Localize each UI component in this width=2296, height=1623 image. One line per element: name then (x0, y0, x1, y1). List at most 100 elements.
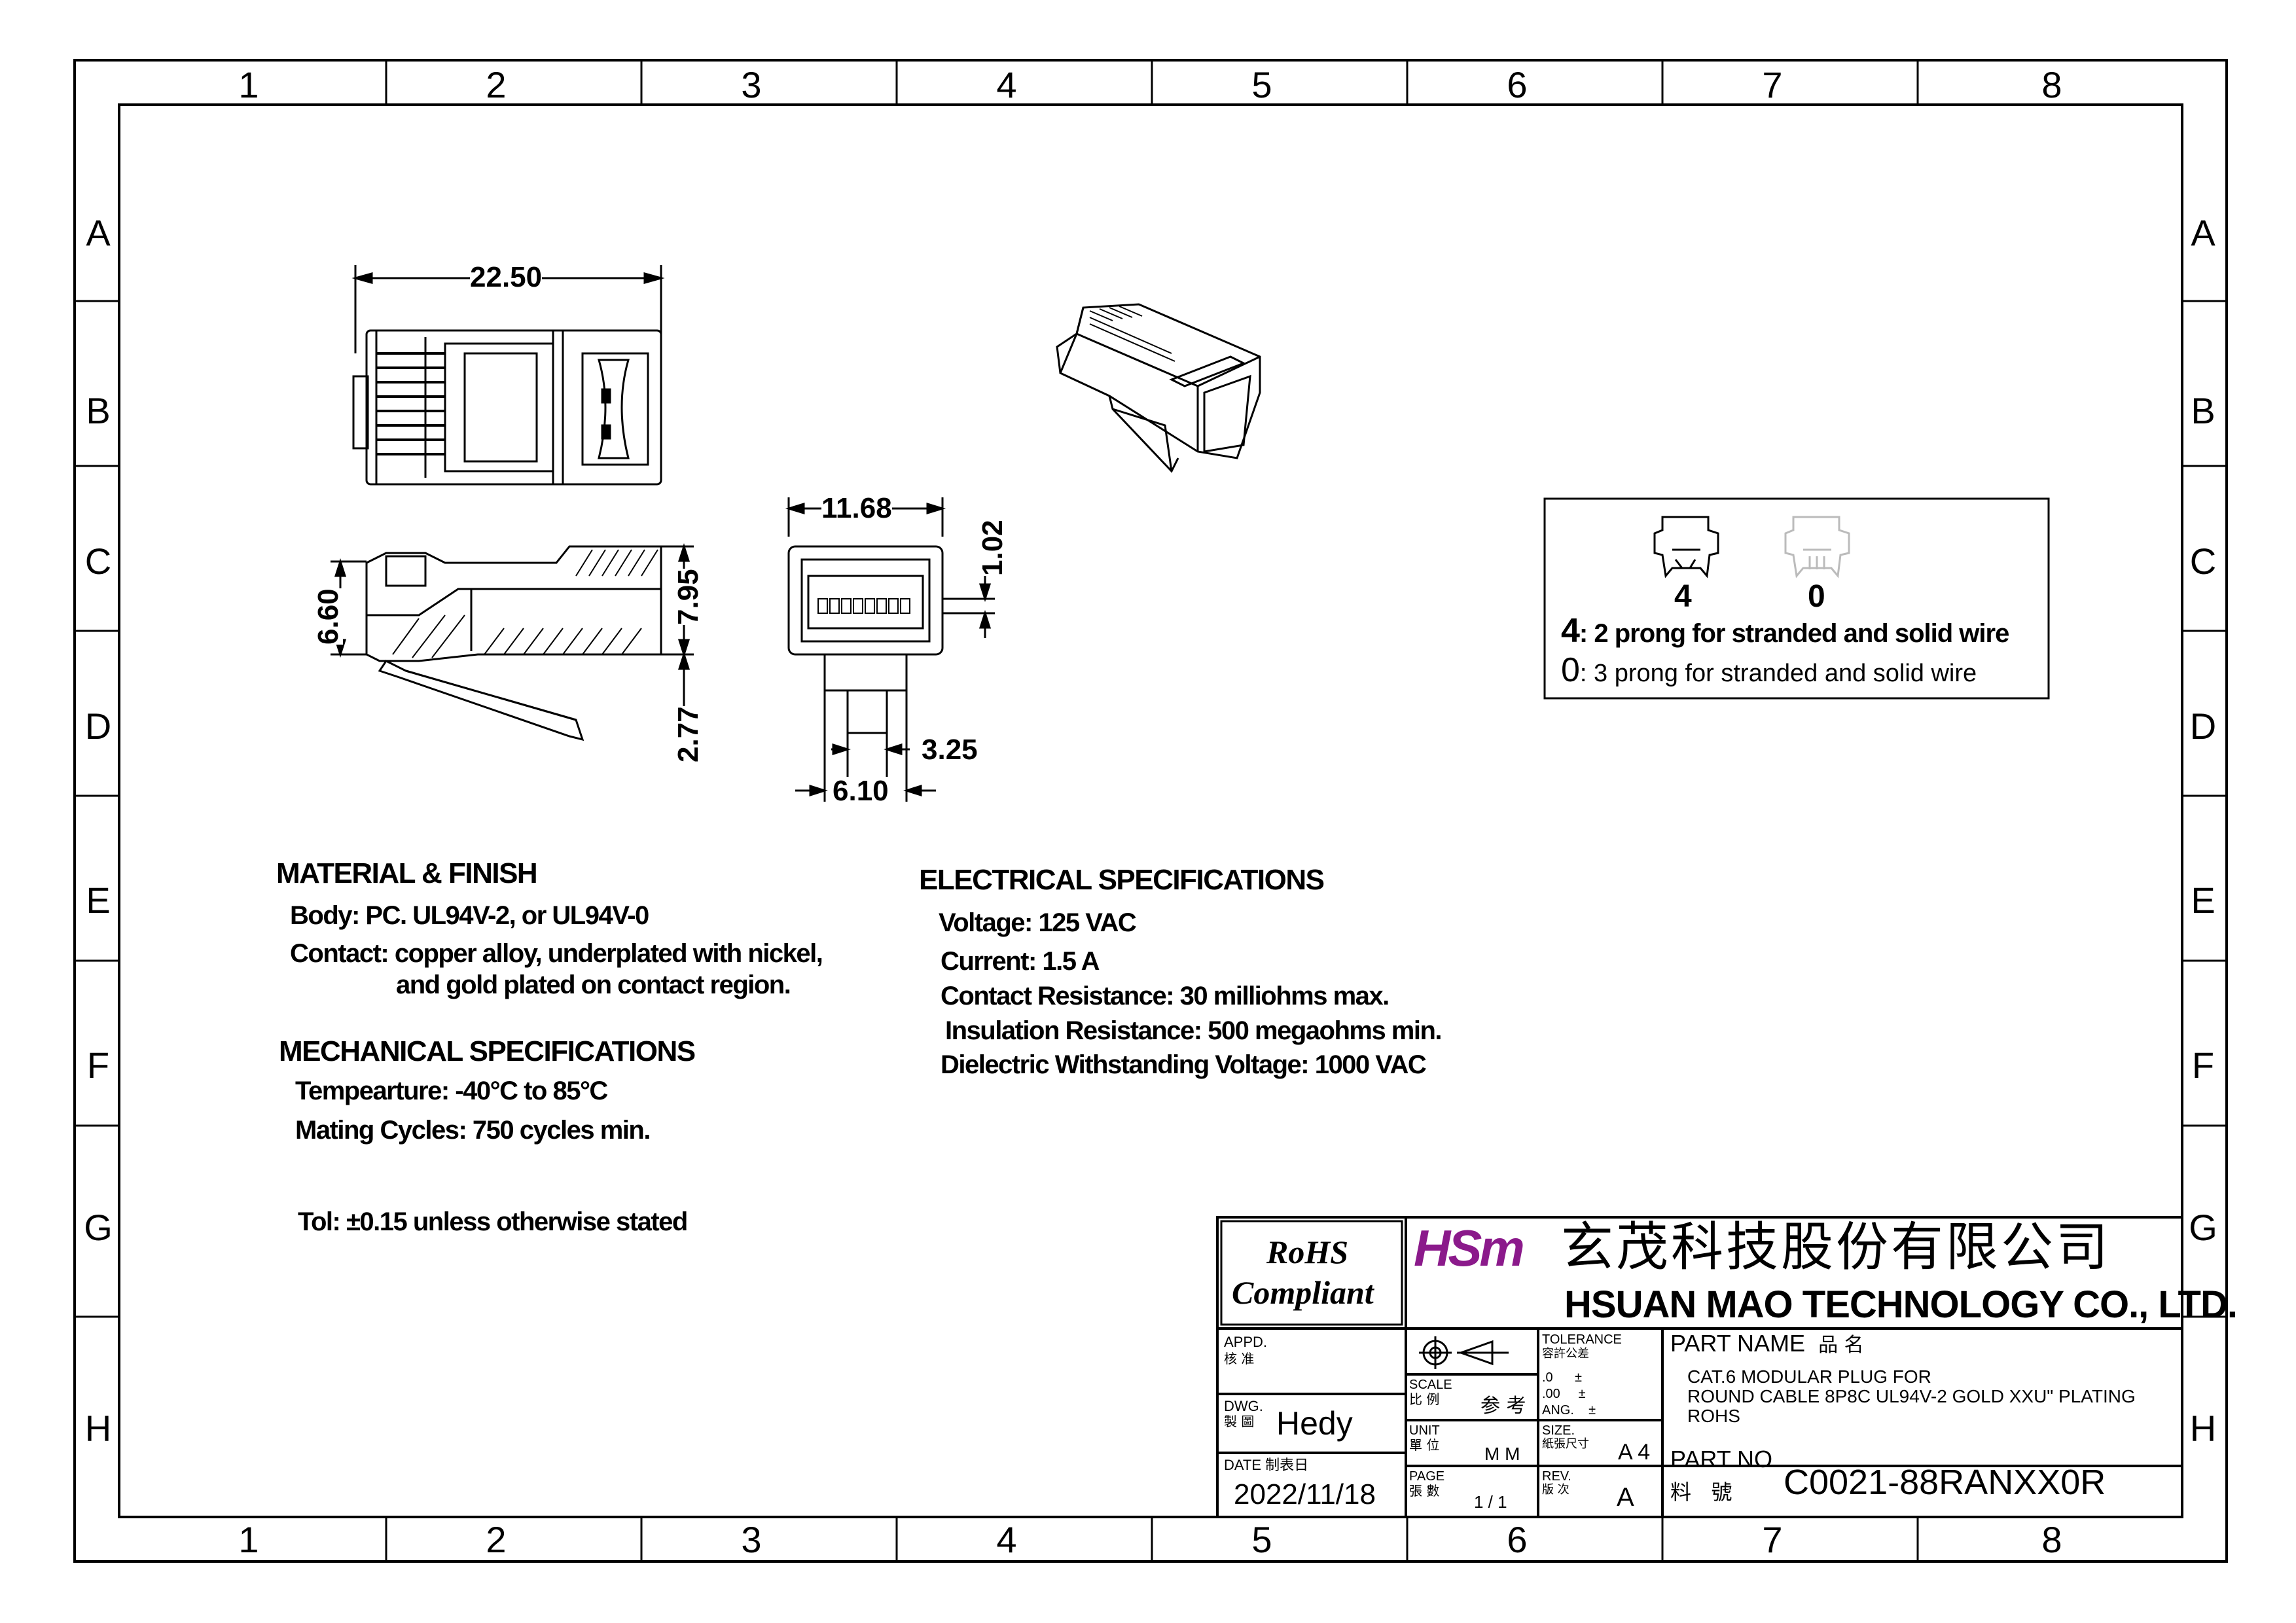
zone-col-3: 3 (741, 64, 762, 105)
front-view-drawing (785, 497, 995, 802)
electrical-contact-resistance: Contact Resistance: 30 milliohms max. (941, 982, 1390, 1010)
electrical-dielectric: Dielectric Withstanding Voltage: 1000 VA… (941, 1050, 1427, 1079)
zone-col-4: 4 (996, 64, 1017, 105)
drawer-name: Hedy (1276, 1405, 1353, 1442)
projection-symbol-icon (1419, 1336, 1509, 1369)
part-number: C0021-88RANXX0R (1784, 1463, 2106, 1502)
dim-width: 11.68 (821, 492, 892, 524)
zone-col-8: 8 (2041, 64, 2062, 105)
tolerance-angle: ANG. ± (1542, 1403, 1596, 1418)
zone-row-b: B (86, 390, 111, 431)
tolerance-note: Tol: ±0.15 unless otherwise stated (298, 1207, 688, 1236)
date-label-en: DATE (1224, 1457, 1262, 1473)
page-label: PAGE (1409, 1469, 1445, 1484)
top-view-drawing (351, 265, 665, 486)
zone-row-d: D (2189, 705, 2217, 747)
size-value: A 4 (1618, 1440, 1651, 1465)
prong-0-code-inline: 0 (1561, 651, 1580, 689)
page-value: 1 / 1 (1474, 1492, 1507, 1512)
zone-col-2: 2 (486, 64, 507, 105)
prong-0-text: : 3 prong for stranded and solid wire (1579, 660, 1977, 687)
dwg-label: DWG. (1224, 1398, 1263, 1414)
zone-col-6: 6 (1507, 64, 1528, 105)
zone-col-6: 6 (1507, 1519, 1528, 1560)
date-label-cn: 制表日 (1265, 1457, 1309, 1474)
zone-col-8: 8 (2041, 1519, 2062, 1560)
scale-label-cn: 比 例 (1409, 1391, 1440, 1407)
prong-0-description: 0: 3 prong for stranded and solid wire (1561, 653, 1977, 687)
electrical-heading: ELECTRICAL SPECIFICATIONS (919, 864, 1325, 896)
dim-contact-step: 1.02 (977, 520, 1009, 576)
dim-height-left: 6.60 (312, 588, 344, 645)
material-heading: MATERIAL & FINISH (276, 857, 538, 889)
electrical-insulation-resistance: Insulation Resistance: 500 megaohms min. (945, 1016, 1443, 1045)
tolerance-decimal-1: .0 ± (1542, 1370, 1582, 1385)
material-contact-line-1: Contact: copper alloy, underplated with … (290, 939, 823, 968)
zone-row-g: G (84, 1207, 113, 1248)
material-body: Body: PC. UL94V-2, or UL94V-0 (290, 901, 649, 930)
part-name-line-2: ROUND CABLE 8P8C UL94V-2 GOLD XXU" PLATI… (1687, 1386, 2136, 1406)
rev-label-cn: 版 次 (1542, 1483, 1570, 1497)
part-name-label-en: PART NAME (1670, 1330, 1806, 1357)
zone-col-5: 5 (1251, 64, 1272, 105)
rohs-label: RoHS (1266, 1234, 1349, 1270)
prong-0-icon (1784, 516, 1850, 579)
company-name-english: HSUAN MAO TECHNOLOGY CO., LTD. (1564, 1283, 2238, 1326)
unit-label-cn: 單 位 (1409, 1437, 1440, 1453)
zone-row-a: A (86, 212, 111, 253)
prong-4-code-inline: 4 (1561, 612, 1580, 650)
zone-row-h: H (2189, 1408, 2217, 1449)
title-block (1216, 1216, 2183, 1518)
tolerance-decimal-2: .00 ± (1542, 1387, 1586, 1401)
part-name-line-3: ROHS (1687, 1406, 1740, 1426)
part-name-label-cn: 品 名 (1818, 1334, 1864, 1357)
size-label: SIZE. (1542, 1423, 1575, 1438)
mechanical-mating-cycles: Mating Cycles: 750 cycles min. (295, 1116, 651, 1145)
part-no-label-cn: 料 號 (1670, 1480, 1732, 1505)
zone-col-3: 3 (741, 1519, 762, 1560)
electrical-voltage: Voltage: 125 VAC (939, 908, 1137, 937)
mechanical-temperature: Tempearture: -40°C to 85°C (295, 1077, 608, 1105)
page-label-cn: 張 數 (1409, 1483, 1440, 1499)
part-name-line-1: CAT.6 MODULAR PLUG FOR (1687, 1366, 1931, 1387)
side-view-drawing (331, 543, 694, 741)
dwg-label-cn: 製 圖 (1224, 1414, 1255, 1429)
zone-col-1: 1 (238, 64, 259, 105)
drawing-date: 2022/11/18 (1234, 1478, 1376, 1510)
zone-row-h: H (84, 1408, 112, 1449)
dim-height-body: 7.95 (672, 569, 704, 625)
prong-4-code: 4 (1674, 579, 1692, 614)
scale-value: 参 考 (1480, 1395, 1526, 1418)
rev-value: A (1617, 1483, 1634, 1512)
part-name-label: PART NAME 品 名 (1670, 1332, 1864, 1355)
prong-4-text: : 2 prong for stranded and solid wire (1579, 619, 2009, 648)
zone-row-e: E (2191, 880, 2215, 921)
zone-row-c: C (84, 541, 112, 582)
electrical-current: Current: 1.5 A (941, 947, 1100, 976)
zone-row-e: E (86, 880, 111, 921)
zone-col-7: 7 (1762, 64, 1783, 105)
unit-label: UNIT (1409, 1423, 1440, 1438)
zone-row-g: G (2189, 1207, 2217, 1248)
zone-row-d: D (84, 705, 112, 747)
company-logo: HSm (1414, 1219, 1525, 1277)
date-label: DATE 制表日 (1224, 1458, 1308, 1473)
company-name-chinese: 玄茂科技股份有限公司 (1561, 1217, 2111, 1277)
dim-latch-width: 3.25 (922, 734, 978, 766)
zone-row-b: B (2191, 390, 2215, 431)
prong-0-code: 0 (1808, 579, 1825, 614)
size-label-cn: 紙張尺寸 (1542, 1437, 1589, 1451)
part-no-label: PART NO. (1670, 1446, 1780, 1472)
material-contact-line-2: and gold plated on contact region. (396, 971, 791, 999)
prong-4-description: 4: 2 prong for stranded and solid wire (1561, 614, 2009, 648)
zone-row-a: A (2191, 212, 2215, 253)
rohs-compliant-label: Compliant (1232, 1274, 1374, 1311)
zone-col-4: 4 (996, 1519, 1017, 1560)
scale-label: SCALE (1409, 1378, 1452, 1392)
zone-row-c: C (2189, 541, 2217, 582)
appd-label-cn: 核 准 (1224, 1351, 1255, 1366)
zone-col-7: 7 (1762, 1519, 1783, 1560)
isometric-view-drawing (1056, 303, 1261, 473)
mechanical-heading: MECHANICAL SPECIFICATIONS (279, 1035, 696, 1067)
